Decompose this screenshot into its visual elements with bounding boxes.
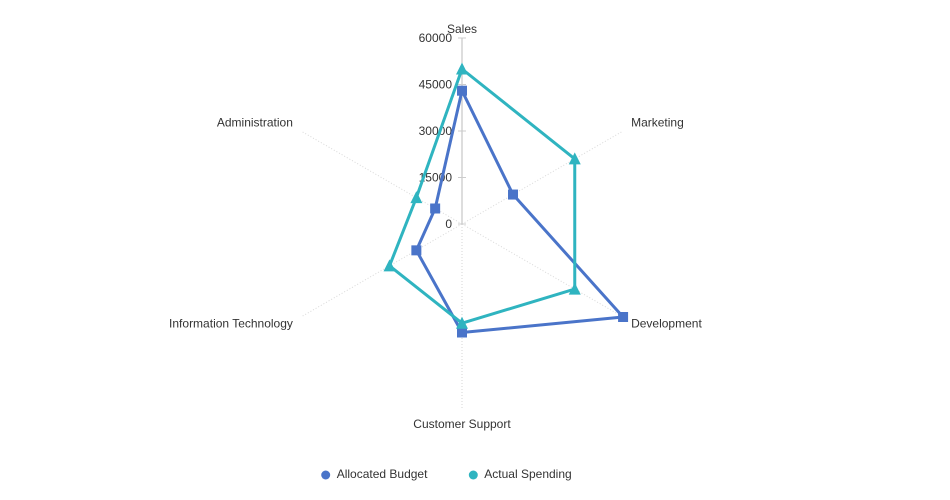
grid-spoke-information-technology <box>300 223 463 318</box>
legend-marker-allocated-budget <box>321 470 331 480</box>
axis-label-sales: Sales <box>447 22 477 36</box>
series-layer <box>383 62 629 338</box>
legend-marker-actual-spending <box>468 470 478 480</box>
grid-spoke-marketing <box>461 130 624 225</box>
legend-label-actual-spending: Actual Spending <box>484 467 571 481</box>
tick-label-30000: 30000 <box>419 124 453 138</box>
data-point-allocated-budget-information-technology[interactable] <box>411 245 422 256</box>
legend-item-actual-spending[interactable]: Actual Spending <box>468 467 572 481</box>
data-point-actual-spending-administration[interactable] <box>410 191 423 204</box>
axis-label-development: Development <box>631 317 702 331</box>
tick-label-60000: 60000 <box>419 31 453 45</box>
data-point-allocated-budget-development[interactable] <box>618 312 629 322</box>
data-point-actual-spending-marketing[interactable] <box>568 152 581 165</box>
data-point-actual-spending-development[interactable] <box>568 282 581 295</box>
data-point-allocated-budget-administration[interactable] <box>430 203 441 214</box>
data-point-actual-spending-customer-support[interactable] <box>456 316 468 329</box>
axis-label-customer-support: Customer Support <box>413 417 511 431</box>
data-point-allocated-budget-sales[interactable] <box>457 85 467 96</box>
axis-label-information-technology: Information Technology <box>169 317 293 331</box>
axis-label-marketing: Marketing <box>631 116 684 130</box>
legend-label-allocated-budget: Allocated Budget <box>337 467 428 481</box>
data-point-actual-spending-information-technology[interactable] <box>383 259 396 272</box>
legend: Allocated Budget Actual Spending <box>321 467 572 481</box>
data-point-actual-spending-sales[interactable] <box>456 62 468 75</box>
axis-label-administration: Administration <box>217 116 293 130</box>
tick-label-45000: 45000 <box>419 78 453 92</box>
data-point-allocated-budget-marketing[interactable] <box>508 189 519 200</box>
series-actual-spending <box>383 62 581 329</box>
legend-item-allocated-budget[interactable]: Allocated Budget <box>321 467 428 481</box>
grid-spoke-development <box>461 223 624 318</box>
data-point-allocated-budget-customer-support[interactable] <box>457 327 467 338</box>
series-allocated-budget <box>411 85 629 338</box>
tick-label-0: 0 <box>445 217 452 231</box>
